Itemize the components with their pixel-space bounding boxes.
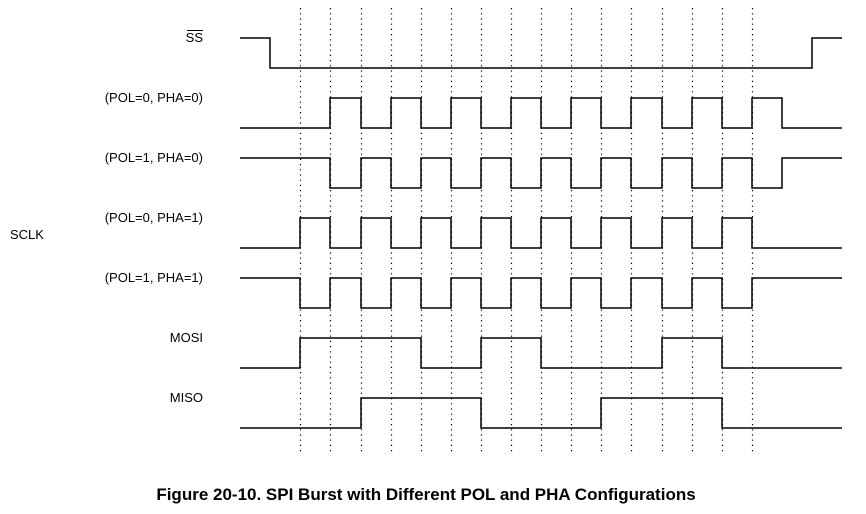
signal-labels: SS (POL=0, PHA=0) (POL=1, PHA=0) (POL=0, PH… <box>10 30 203 405</box>
sclk-group-label: SCLK <box>10 227 44 242</box>
figure-caption: Figure 20-10. SPI Burst with Different P… <box>156 485 696 504</box>
waveform-pol1-pha0 <box>240 157 842 189</box>
label-pol1-pha1: (POL=1, PHA=1) <box>105 270 203 285</box>
waveform-mosi <box>240 337 842 369</box>
label-pol1-pha0: (POL=1, PHA=0) <box>105 150 203 165</box>
waveforms <box>240 37 842 429</box>
label-miso: MISO <box>170 390 203 405</box>
label-pol0-pha0: (POL=0, PHA=0) <box>105 90 203 105</box>
waveform-ss <box>240 37 842 69</box>
label-mosi: MOSI <box>170 330 203 345</box>
label-pol0-pha1: (POL=0, PHA=1) <box>105 210 203 225</box>
dotted-gridlines <box>299 8 754 452</box>
waveform-pol0-pha1 <box>240 217 842 249</box>
label-ss: SS <box>186 30 204 45</box>
waveform-pol0-pha0 <box>240 97 842 129</box>
waveform-miso <box>240 397 842 429</box>
waveform-pol1-pha1 <box>240 277 842 309</box>
